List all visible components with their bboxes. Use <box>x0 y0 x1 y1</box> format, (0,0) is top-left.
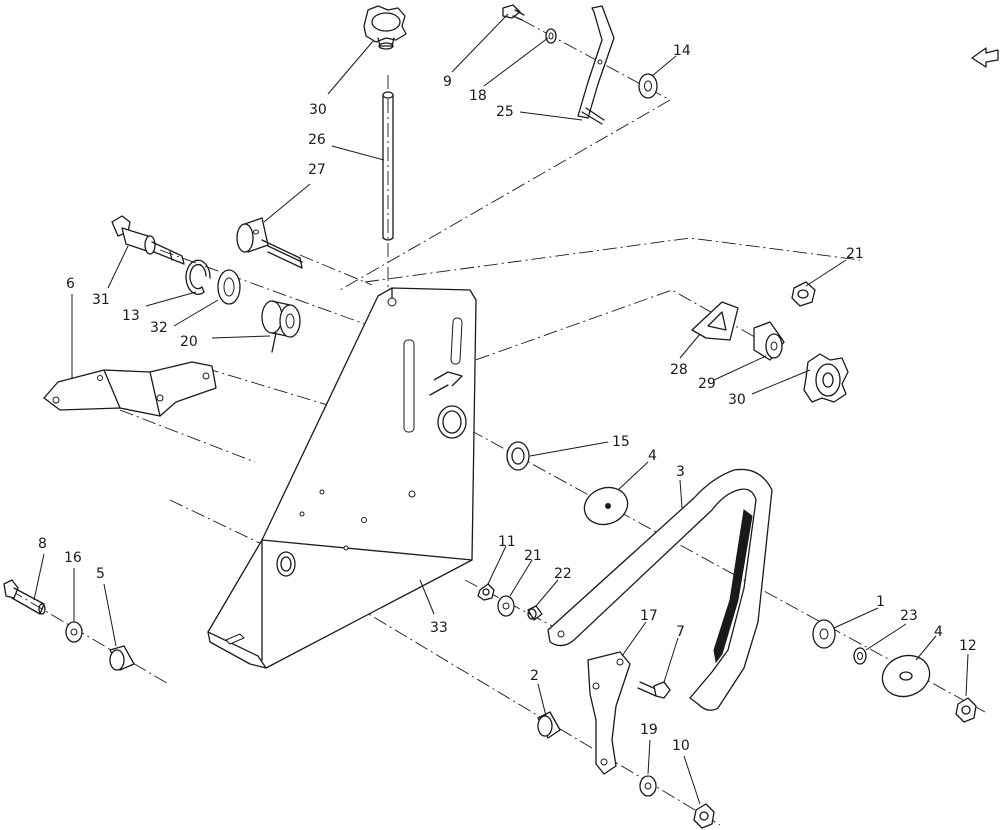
part-washer-21 <box>497 595 515 617</box>
callout-5: 5 <box>96 566 105 582</box>
part-link-17 <box>587 651 631 775</box>
callout-2: 2 <box>530 668 539 684</box>
part-tab-28 <box>691 301 739 341</box>
callout-25: 25 <box>496 104 514 120</box>
leader-lines <box>33 13 969 805</box>
part-spacer-22 <box>527 605 543 621</box>
callout-32: 32 <box>150 320 168 336</box>
callout-12: 12 <box>959 638 977 654</box>
callout-11: 11 <box>498 534 516 550</box>
callout-30-top: 30 <box>309 102 327 118</box>
part-shaft-27 <box>236 217 303 269</box>
callout-22: 22 <box>554 566 572 582</box>
part-washer-1 <box>812 619 836 649</box>
callout-17: 17 <box>640 608 658 624</box>
part-disc-4-upper <box>583 486 629 526</box>
callout-9: 9 <box>443 74 452 90</box>
callout-8: 8 <box>38 536 47 552</box>
callout-6: 6 <box>66 276 75 292</box>
callout-30-right: 30 <box>728 392 746 408</box>
part-spacer-29 <box>753 321 785 361</box>
part-bolt-8 <box>3 579 46 615</box>
part-bolt-9 <box>502 4 525 21</box>
callout-28: 28 <box>670 362 688 378</box>
part-bracket-25 <box>577 5 615 125</box>
callout-23: 23 <box>900 608 918 624</box>
part-disc-4-lower <box>881 654 931 698</box>
part-spacer-2 <box>537 711 561 739</box>
part-knob-30-right <box>803 353 849 403</box>
callout-21-lower: 21 <box>524 548 542 564</box>
part-lock-washer-23 <box>853 647 867 665</box>
callout-7: 7 <box>676 624 685 640</box>
callout-21-top: 21 <box>846 246 864 262</box>
part-plate-33 <box>207 287 477 669</box>
callout-16: 16 <box>64 550 82 566</box>
part-bracket-6 <box>43 361 217 417</box>
callout-3: 3 <box>676 464 685 480</box>
assembly-axis-lines <box>9 19 986 826</box>
part-bearing-15 <box>506 441 530 471</box>
part-nut-11 <box>477 583 495 601</box>
next-page-arrow-icon[interactable] <box>971 47 999 68</box>
callout-31: 31 <box>92 292 110 308</box>
callout-15: 15 <box>612 434 630 450</box>
part-shaft-31 <box>111 215 185 265</box>
callout-18: 18 <box>469 88 487 104</box>
part-bolt-7 <box>637 681 671 699</box>
callout-10: 10 <box>672 738 690 754</box>
part-nut-10 <box>693 803 715 829</box>
callout-4-upper: 4 <box>648 448 657 464</box>
part-nut-12 <box>955 697 977 723</box>
callout-1: 1 <box>876 594 885 610</box>
part-washer-18 <box>545 28 557 44</box>
part-washer-19 <box>639 775 657 797</box>
callout-labels: 30 26 27 9 18 25 14 21 6 31 13 32 20 28 … <box>38 43 977 754</box>
part-washer-14 <box>638 73 658 99</box>
callout-14: 14 <box>673 43 691 59</box>
part-spacer-5 <box>109 645 135 671</box>
part-rod-26 <box>382 91 394 241</box>
callout-26: 26 <box>308 132 326 148</box>
part-pulley-20 <box>261 300 301 353</box>
part-washer-32 <box>217 269 241 305</box>
callout-13: 13 <box>122 308 140 324</box>
part-knob-30-top <box>363 5 407 50</box>
part-nut-21-top <box>791 281 816 307</box>
callout-27: 27 <box>308 162 326 178</box>
part-arm-3 <box>547 468 773 711</box>
callout-19: 19 <box>640 722 658 738</box>
part-snap-ring-13 <box>185 259 211 295</box>
callout-20: 20 <box>180 334 198 350</box>
callout-29: 29 <box>698 376 716 392</box>
callout-33: 33 <box>430 620 448 636</box>
part-washer-16 <box>65 621 83 643</box>
callout-4-lower: 4 <box>934 624 943 640</box>
